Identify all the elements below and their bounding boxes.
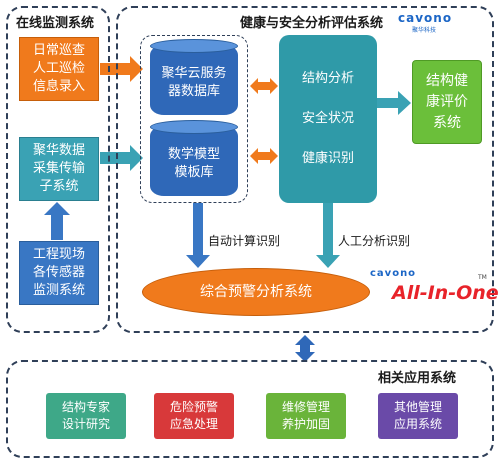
app-structure-expert[interactable]: 结构专家 设计研究	[46, 393, 126, 439]
data-acquisition-line-3: 子系统	[39, 179, 79, 194]
db-server-line-1: 聚华云服务	[161, 66, 227, 81]
daily-inspection-line-1: 日常巡查	[32, 43, 85, 58]
db-server-line-2: 器数据库	[167, 84, 220, 99]
analysis-safety: 安全状况	[301, 111, 354, 126]
app-danger-warning-line-2: 应急处理	[169, 417, 218, 431]
data-acquisition-line-2: 采集传输	[32, 161, 85, 176]
app-danger-warning-line-1: 危险预警	[169, 400, 218, 414]
daily-inspection-box[interactable]: 日常巡查 人工巡检 信息录入	[19, 37, 99, 101]
online-monitoring-title: 在线监测系统	[16, 16, 95, 31]
math-model-line-1: 数学模型	[167, 147, 220, 162]
db-server-cylinder-top	[150, 39, 238, 53]
app-structure-expert-line-2: 设计研究	[61, 417, 110, 431]
analysis-structure: 结构分析	[301, 71, 354, 86]
related-apps-panel	[6, 360, 494, 458]
app-maintenance-line-2: 养护加固	[281, 417, 330, 431]
arrow-analysis-to-eval	[376, 91, 411, 115]
trademark-mark: TM	[478, 274, 487, 281]
auto-calc-label: 自动计算识别	[208, 234, 281, 248]
app-maintenance[interactable]: 维修管理 养护加固	[266, 393, 346, 439]
related-apps-title: 相关应用系统	[378, 371, 457, 386]
health-system-panel	[116, 6, 494, 333]
data-acquisition-box[interactable]: 聚华数据 采集传输 子系统	[19, 137, 99, 201]
arrow-model-analysis	[250, 148, 278, 164]
sensors-line-2: 各传感器	[32, 265, 85, 280]
arrow-db-analysis	[250, 78, 278, 94]
sensors-line-3: 监测系统	[32, 283, 85, 298]
database-group	[140, 35, 248, 203]
app-other-management-line-1: 其他管理	[393, 400, 442, 414]
daily-inspection-line-2: 人工巡检	[32, 61, 85, 76]
arrow-inspection-to-db	[100, 56, 143, 82]
cavono-logo-top: cavono	[398, 11, 453, 25]
warning-system-label: 综合预警分析系统	[200, 284, 312, 300]
app-danger-warning[interactable]: 危险预警 应急处理	[154, 393, 234, 439]
app-other-management-line-2: 应用系统	[393, 417, 442, 431]
cavono-logo-bottom: cavono	[370, 268, 417, 279]
app-maintenance-line-1: 维修管理	[281, 400, 330, 414]
db-server-cylinder[interactable]: 聚华云服务 器数据库	[150, 39, 238, 115]
arrow-sensors-to-acquisition	[44, 202, 70, 240]
health-eval-line-1: 结构健	[426, 72, 468, 89]
manual-analysis-label: 人工分析识别	[338, 234, 411, 248]
math-model-cylinder-top	[150, 120, 238, 134]
arrow-auto-calc	[186, 203, 210, 268]
arrow-related-apps	[295, 335, 315, 362]
sensors-box[interactable]: 工程现场 各传感器 监测系统	[19, 241, 99, 305]
cavono-logo-sub: 聚华科技	[412, 27, 437, 34]
data-acquisition-line-1: 聚华数据	[32, 143, 85, 158]
analysis-health: 健康识别	[301, 151, 354, 166]
math-model-line-2: 模板库	[174, 165, 214, 180]
sensors-line-1: 工程现场	[32, 247, 85, 262]
health-eval-box[interactable]: 结构健 康评价 系统	[412, 60, 482, 144]
health-eval-line-3: 系统	[433, 114, 461, 131]
math-model-cylinder[interactable]: 数学模型 模板库	[150, 120, 238, 196]
analysis-box[interactable]: 结构分析 安全状况 健康识别	[279, 35, 377, 203]
all-in-one-brand: All-In-One	[392, 282, 499, 304]
health-system-title: 健康与安全分析评估系统	[240, 16, 384, 31]
daily-inspection-line-3: 信息录入	[32, 79, 85, 94]
arrow-acquisition-to-model	[100, 145, 143, 171]
online-monitoring-panel	[6, 6, 110, 333]
health-eval-line-2: 康评价	[426, 93, 468, 110]
warning-system-ellipse[interactable]: 综合预警分析系统	[142, 268, 370, 316]
arrow-manual-analysis	[316, 203, 340, 268]
app-structure-expert-line-1: 结构专家	[61, 400, 110, 414]
app-other-management[interactable]: 其他管理 应用系统	[378, 393, 458, 439]
